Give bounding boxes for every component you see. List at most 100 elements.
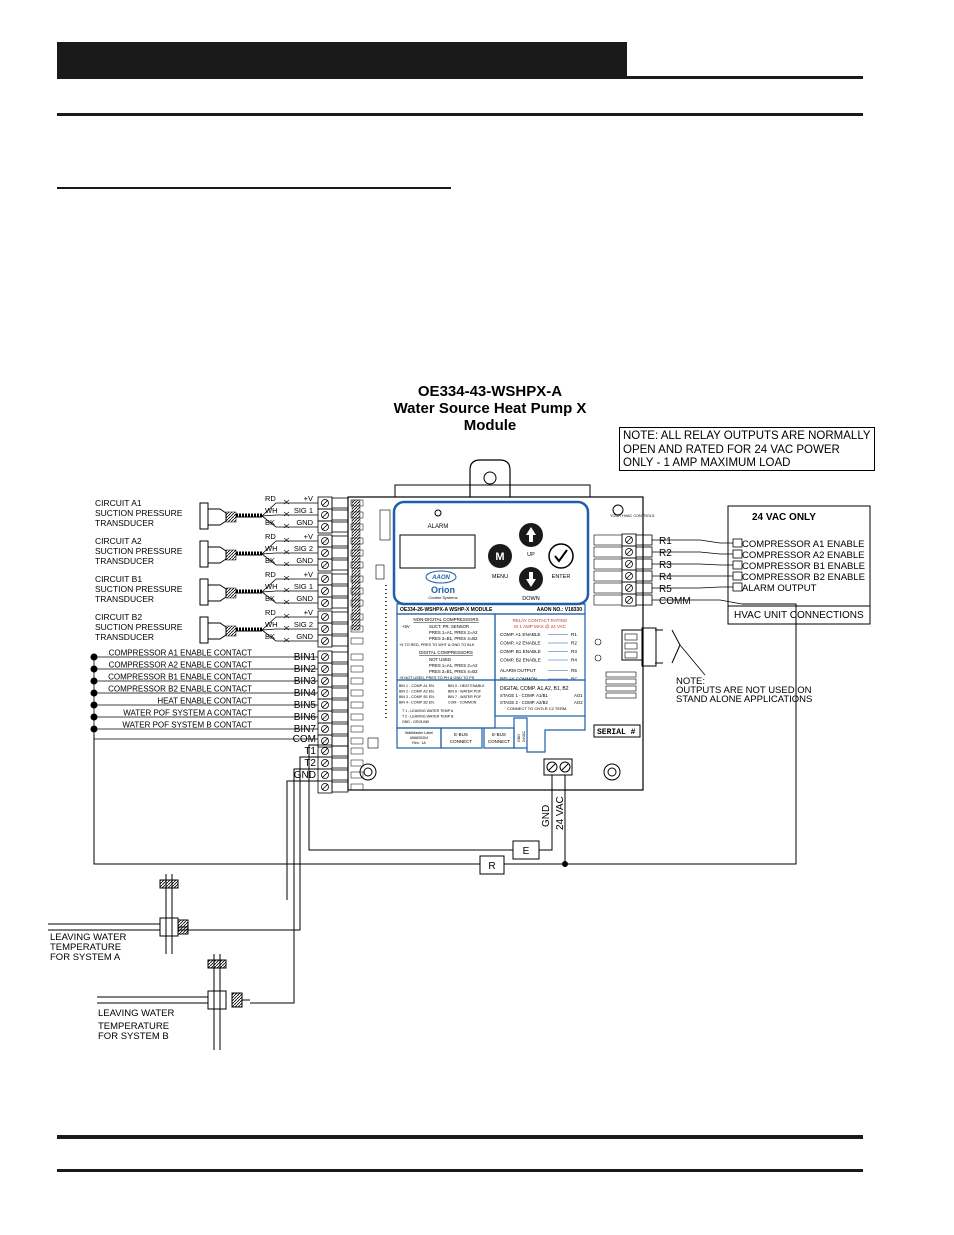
wire-color: BK bbox=[265, 518, 275, 527]
ebus1-label: E-BUS bbox=[454, 732, 468, 737]
terminal-name: SIG 1 bbox=[294, 506, 313, 515]
comm-connector[interactable] bbox=[621, 627, 657, 667]
left-terminal-21[interactable] bbox=[317, 756, 364, 770]
d-line-2: PRES 3=B1, PRES 4=B2 bbox=[429, 669, 478, 674]
box-r-label: R bbox=[488, 861, 495, 872]
terminal-name: +V bbox=[304, 570, 313, 579]
relay-rating-2: IS 1 AMP MAX @ 24 VAC bbox=[514, 624, 567, 629]
left-terminal-22[interactable] bbox=[317, 768, 364, 782]
transducer-label: CIRCUIT B1 bbox=[95, 574, 142, 584]
bin-terminal-label: BIN3 bbox=[294, 676, 317, 687]
nd-line-4: +5 TO RED, PRES TO WHT & GND TO BLK bbox=[399, 643, 475, 647]
enter-button[interactable] bbox=[548, 543, 574, 569]
left-terminal-13[interactable] bbox=[317, 662, 364, 676]
relay-terminal-r1[interactable]: R1 bbox=[593, 533, 672, 547]
ebus2-label: E-BUS bbox=[492, 732, 506, 737]
power-connector[interactable] bbox=[543, 758, 573, 776]
d-line-0: NOT USED bbox=[429, 657, 451, 662]
transducer-label: TRANSDUCER bbox=[95, 632, 154, 642]
sensor-a-label-1: TEMPERATURE bbox=[50, 942, 121, 953]
lower-terminal-label: T1 bbox=[304, 746, 316, 757]
bin-terminal-label: BIN1 bbox=[294, 652, 317, 663]
relay-terminal-r2[interactable]: R2 bbox=[593, 545, 672, 559]
temp-sensor-b bbox=[97, 954, 250, 1050]
up-label: UP bbox=[527, 552, 535, 558]
hvac-output-label: COMPRESSOR B1 ENABLE bbox=[742, 561, 865, 572]
wm-label-2: Rev.: 1A bbox=[412, 741, 426, 745]
left-terminal-11[interactable] bbox=[317, 634, 364, 648]
bin-legend-left: BIN 3 - COMP. B1 EN. bbox=[399, 695, 435, 699]
lower-terminal-label: COM bbox=[293, 734, 316, 745]
bin-terminal-label: BIN6 bbox=[294, 712, 317, 723]
ebus-connector-1[interactable] bbox=[440, 727, 483, 749]
title-line-1: OE334-43-WSHPX-A bbox=[417, 383, 563, 400]
bin-contact-label: COMPRESSOR A2 ENABLE CONTACT bbox=[109, 661, 253, 670]
title-line-3: Module bbox=[463, 417, 517, 434]
module-part-label: OE334-26-WSHPX-A WSHP-X MODULE bbox=[400, 607, 493, 613]
terminal-name: SIG 1 bbox=[294, 582, 313, 591]
relay-terminal-r4[interactable]: R4 bbox=[593, 569, 672, 583]
terminal-name: GND bbox=[296, 556, 313, 565]
sensor-b-label-0: LEAVING WATER bbox=[98, 1008, 175, 1019]
wire-color: WH bbox=[265, 544, 278, 553]
terminal-name: +V bbox=[304, 532, 313, 541]
relay-terminal-r5[interactable]: R5 bbox=[593, 581, 672, 595]
menu-button[interactable] bbox=[488, 544, 512, 568]
digital-comp-1: STAGE 1 - COMP. A1/B1 bbox=[500, 693, 548, 698]
left-terminal-17[interactable] bbox=[317, 710, 364, 724]
menu-button-glyph: M bbox=[495, 551, 504, 563]
wire-color: BK bbox=[265, 556, 275, 565]
left-terminal-15[interactable] bbox=[317, 686, 364, 700]
outputs-note-2: STAND ALONE APPLICATIONS bbox=[676, 694, 812, 705]
left-terminal-18[interactable] bbox=[317, 722, 364, 736]
bin-terminal-label: BIN4 bbox=[294, 688, 317, 699]
temp-legend: T 1 - LEAVING WATER TEMP A bbox=[402, 709, 454, 713]
aaon-number: AAON NO.: V18330 bbox=[537, 607, 583, 613]
relay-terminal-label: COMM bbox=[659, 596, 691, 607]
relay-row-label: COMP. B1 ENABLE bbox=[500, 649, 541, 654]
wire-color: BK bbox=[265, 632, 275, 641]
transducer-label: SUCTION PRESSURE bbox=[95, 508, 183, 518]
ebus-connector-2[interactable] bbox=[483, 727, 515, 749]
left-terminal-12[interactable] bbox=[317, 650, 364, 664]
bin-legend-left: BIN 1 - COMP. A1 EN. bbox=[399, 684, 435, 688]
orion-sub: Control Systems bbox=[428, 595, 457, 600]
left-terminal-23[interactable] bbox=[317, 780, 364, 794]
terminal-name: GND bbox=[296, 632, 313, 641]
left-terminal-16[interactable] bbox=[317, 698, 364, 712]
wire-color: WH bbox=[265, 506, 278, 515]
bin-legend-right: BIN 7 - WATER POF bbox=[448, 695, 482, 699]
transducer-label: SUCTION PRESSURE bbox=[95, 546, 183, 556]
wire-color: WH bbox=[265, 620, 278, 629]
header-bar bbox=[57, 42, 627, 76]
relay-row-id: R1 bbox=[571, 632, 577, 637]
relay-terminal-r3[interactable]: R3 bbox=[593, 557, 672, 571]
arrow-down-icon bbox=[526, 572, 536, 587]
bin-terminal-label: BIN5 bbox=[294, 700, 317, 711]
keypad-panel: ALARM UP M MENU ENTER DOWN AAON Orion Co… bbox=[392, 500, 590, 606]
bin-contact-label: COMPRESSOR B2 ENABLE CONTACT bbox=[108, 685, 252, 694]
nd-line-0: +5V bbox=[402, 624, 410, 629]
enter-label: ENTER bbox=[552, 574, 571, 580]
bin-legend-left: BIN 2 - COMP. A2 EN. bbox=[399, 690, 435, 694]
transducer-label: CIRCUIT A2 bbox=[95, 536, 142, 546]
bin-legend-left: BIN 4 - COMP. B2 EN. bbox=[399, 701, 435, 705]
left-terminal-14[interactable] bbox=[317, 674, 364, 688]
relay-terminal-label: R5 bbox=[659, 584, 672, 595]
relay-terminal-comm[interactable]: COMM bbox=[593, 593, 691, 607]
wire-color: RD bbox=[265, 494, 276, 503]
terminal-name: GND bbox=[296, 518, 313, 527]
ao1-label: AO1 bbox=[574, 693, 583, 698]
terminal-name: GND bbox=[296, 594, 313, 603]
ebus2-connect: CONNECT bbox=[488, 739, 511, 744]
relay-terminal-label: R4 bbox=[659, 572, 672, 583]
wiring bbox=[93, 603, 797, 1004]
